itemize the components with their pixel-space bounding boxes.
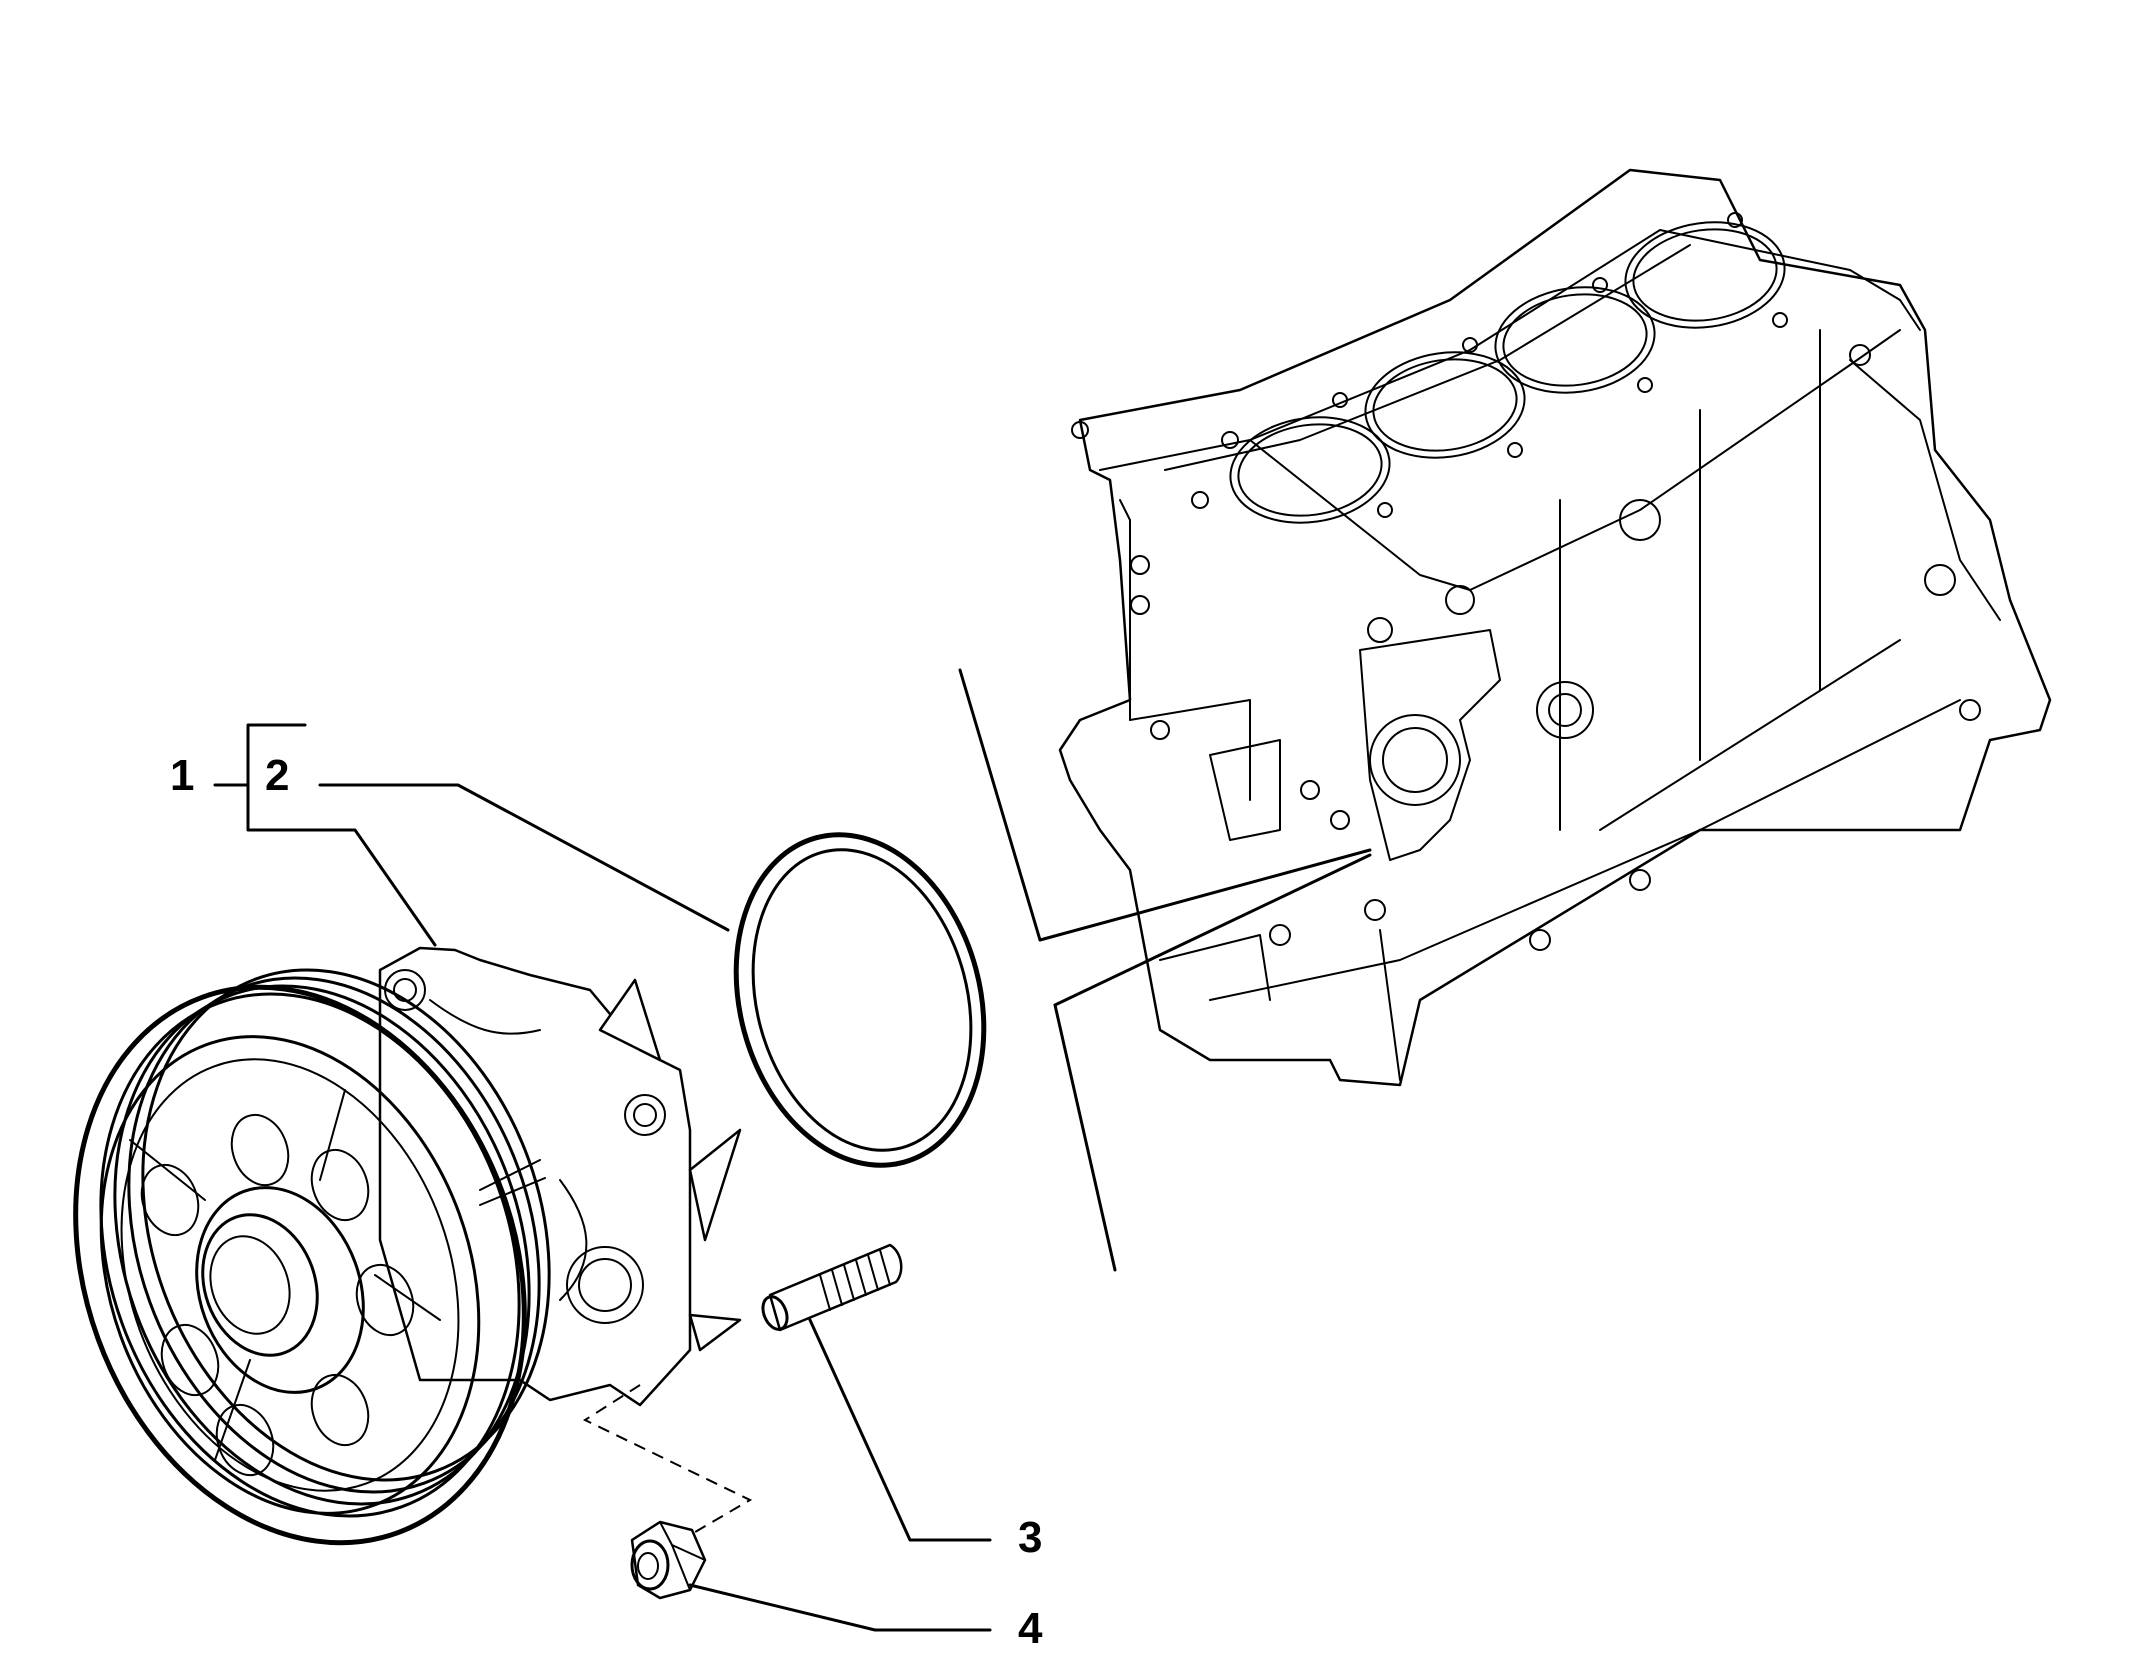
callout-1-label: 1 — [170, 751, 194, 800]
hex-nut-icon — [630, 1520, 707, 1600]
assembly-path-line — [582, 1384, 753, 1536]
water-pump-assembly-icon — [73, 946, 742, 1546]
o-ring-gasket-icon — [733, 832, 987, 1168]
engine-block-icon — [1058, 168, 2052, 1087]
leader-lines — [213, 723, 992, 1632]
mounting-reference-lines — [958, 668, 1372, 1272]
callout-2-label: 2 — [265, 751, 289, 800]
callout-4-label: 4 — [1018, 1604, 1043, 1653]
stud-bolt-icon — [761, 1243, 903, 1332]
callout-3-label: 3 — [1018, 1513, 1042, 1562]
